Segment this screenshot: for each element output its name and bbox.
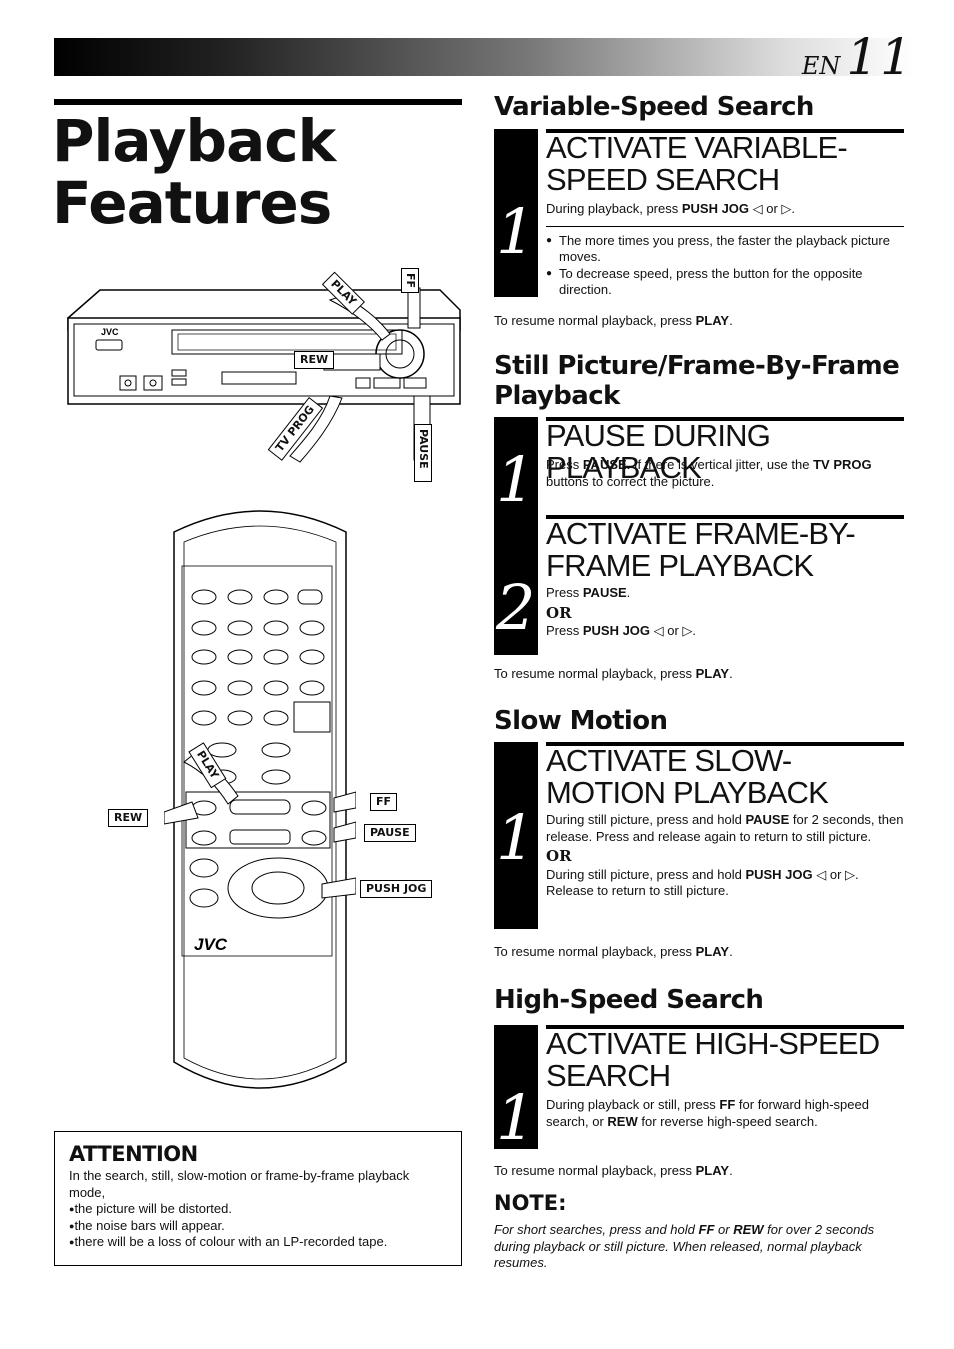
step-title: ACTIVATE SLOW-MOTION PLAYBACK [546, 743, 829, 810]
step-number-bar: 1 [494, 742, 538, 929]
step-rule [546, 129, 904, 133]
page-title-line2: Features [52, 169, 332, 237]
page-number-value: 11 [846, 28, 914, 86]
remote-brand-logo: JVC [194, 935, 228, 954]
step-number-bar: 1 [494, 129, 538, 297]
step-number-bar: 2 [494, 515, 538, 655]
section-heading-slow-motion: Slow Motion [494, 706, 668, 736]
step-body: Press PAUSE. If there is vertical jitter… [546, 457, 872, 489]
step-title: ACTIVATE VARIABLE-SPEED SEARCH [546, 130, 848, 197]
header-gradient-bar [54, 38, 914, 76]
section-heading-still-picture: Still Picture/Frame-By-Frame Playback [494, 351, 900, 411]
step-bullet: The more times you press, the faster the… [546, 233, 904, 266]
attention-item: the picture will be distorted. [69, 1201, 447, 1218]
step-body: During playback or still, press FF for f… [546, 1097, 869, 1129]
step-body: Press PAUSE. OR Press PUSH JOG ◁ or ▷. [546, 585, 904, 640]
step-divider [546, 225, 904, 227]
attention-intro: In the search, still, slow-motion or fra… [69, 1168, 410, 1200]
resume-text: To resume normal playback, press PLAY. [494, 313, 733, 328]
step-rule [546, 417, 904, 421]
section-heading-high-speed: High-Speed Search [494, 985, 764, 1015]
remote-label-rew: REW [108, 809, 149, 827]
note-body: For short searches, press and hold FF or… [494, 1222, 875, 1270]
step-pause-1: 1 PAUSE DURING PLAYBACK Press PAUSE. If … [494, 417, 904, 517]
step-body: During playback, press PUSH JOG ◁ or ▷. … [546, 201, 904, 299]
remote-illustration: JVC [164, 510, 356, 1089]
vcr-label-pause: PAUSE [414, 424, 432, 482]
resume-text: To resume normal playback, press PLAY. [494, 666, 733, 681]
step-body: During still picture, press and hold PAU… [546, 812, 904, 898]
step-title: ACTIVATE FRAME-BY-FRAME PLAYBACK [546, 516, 856, 583]
step-number: 1 [496, 1081, 536, 1154]
step-title: ACTIVATE HIGH-SPEED SEARCH [546, 1026, 880, 1093]
step-number-bar: 1 [494, 417, 538, 517]
or-label: OR [546, 603, 572, 622]
step-number: 2 [496, 571, 536, 644]
step-number: 1 [496, 195, 536, 268]
remote-label-ff: FF [370, 793, 398, 811]
attention-list: the picture will be distorted. the noise… [69, 1201, 447, 1251]
title-rule [54, 99, 462, 105]
attention-item: there will be a loss of colour with an L… [69, 1234, 447, 1251]
step-variable-speed-1: 1 ACTIVATE VARIABLE-SPEED SEARCH During … [494, 129, 904, 297]
step-frame-by-frame-2: 2 ACTIVATE FRAME-BY-FRAME PLAYBACK Press… [494, 515, 904, 655]
attention-box: ATTENTION In the search, still, slow-mot… [54, 1131, 462, 1266]
resume-text: To resume normal playback, press PLAY. [494, 1163, 733, 1178]
step-number-bar: 1 [494, 1025, 538, 1149]
resume-text: To resume normal playback, press PLAY. [494, 944, 733, 959]
step-title: PAUSE DURING PLAYBACK [546, 418, 771, 485]
vcr-label-ff: FF [401, 268, 419, 294]
language-code: EN [801, 52, 841, 80]
section-heading-variable-speed: Variable-Speed Search [494, 92, 814, 122]
vcr-label-rew: REW [294, 351, 335, 369]
page-title-line1: Playback [52, 107, 336, 175]
step-high-speed-1: 1 ACTIVATE HIGH-SPEED SEARCH During play… [494, 1025, 904, 1149]
step-rule [546, 1025, 904, 1029]
vcr-illustration: JVC [67, 287, 461, 463]
step-rule [546, 742, 904, 746]
step-number: 1 [496, 801, 536, 874]
attention-heading: ATTENTION [69, 1142, 198, 1166]
step-rule [546, 515, 904, 519]
page-title: Playback Features [52, 110, 472, 234]
step-number: 1 [496, 443, 536, 516]
remote-label-push-jog: PUSH JOG [360, 880, 433, 898]
attention-item: the noise bars will appear. [69, 1218, 447, 1235]
remote-label-pause: PAUSE [364, 824, 416, 842]
note-heading: NOTE: [494, 1191, 567, 1215]
vcr-brand-logo: JVC [101, 327, 119, 337]
or-label: OR [546, 847, 572, 865]
step-slow-motion-1: 1 ACTIVATE SLOW-MOTION PLAYBACK During s… [494, 742, 904, 929]
step-bullet: To decrease speed, press the button for … [546, 266, 904, 299]
